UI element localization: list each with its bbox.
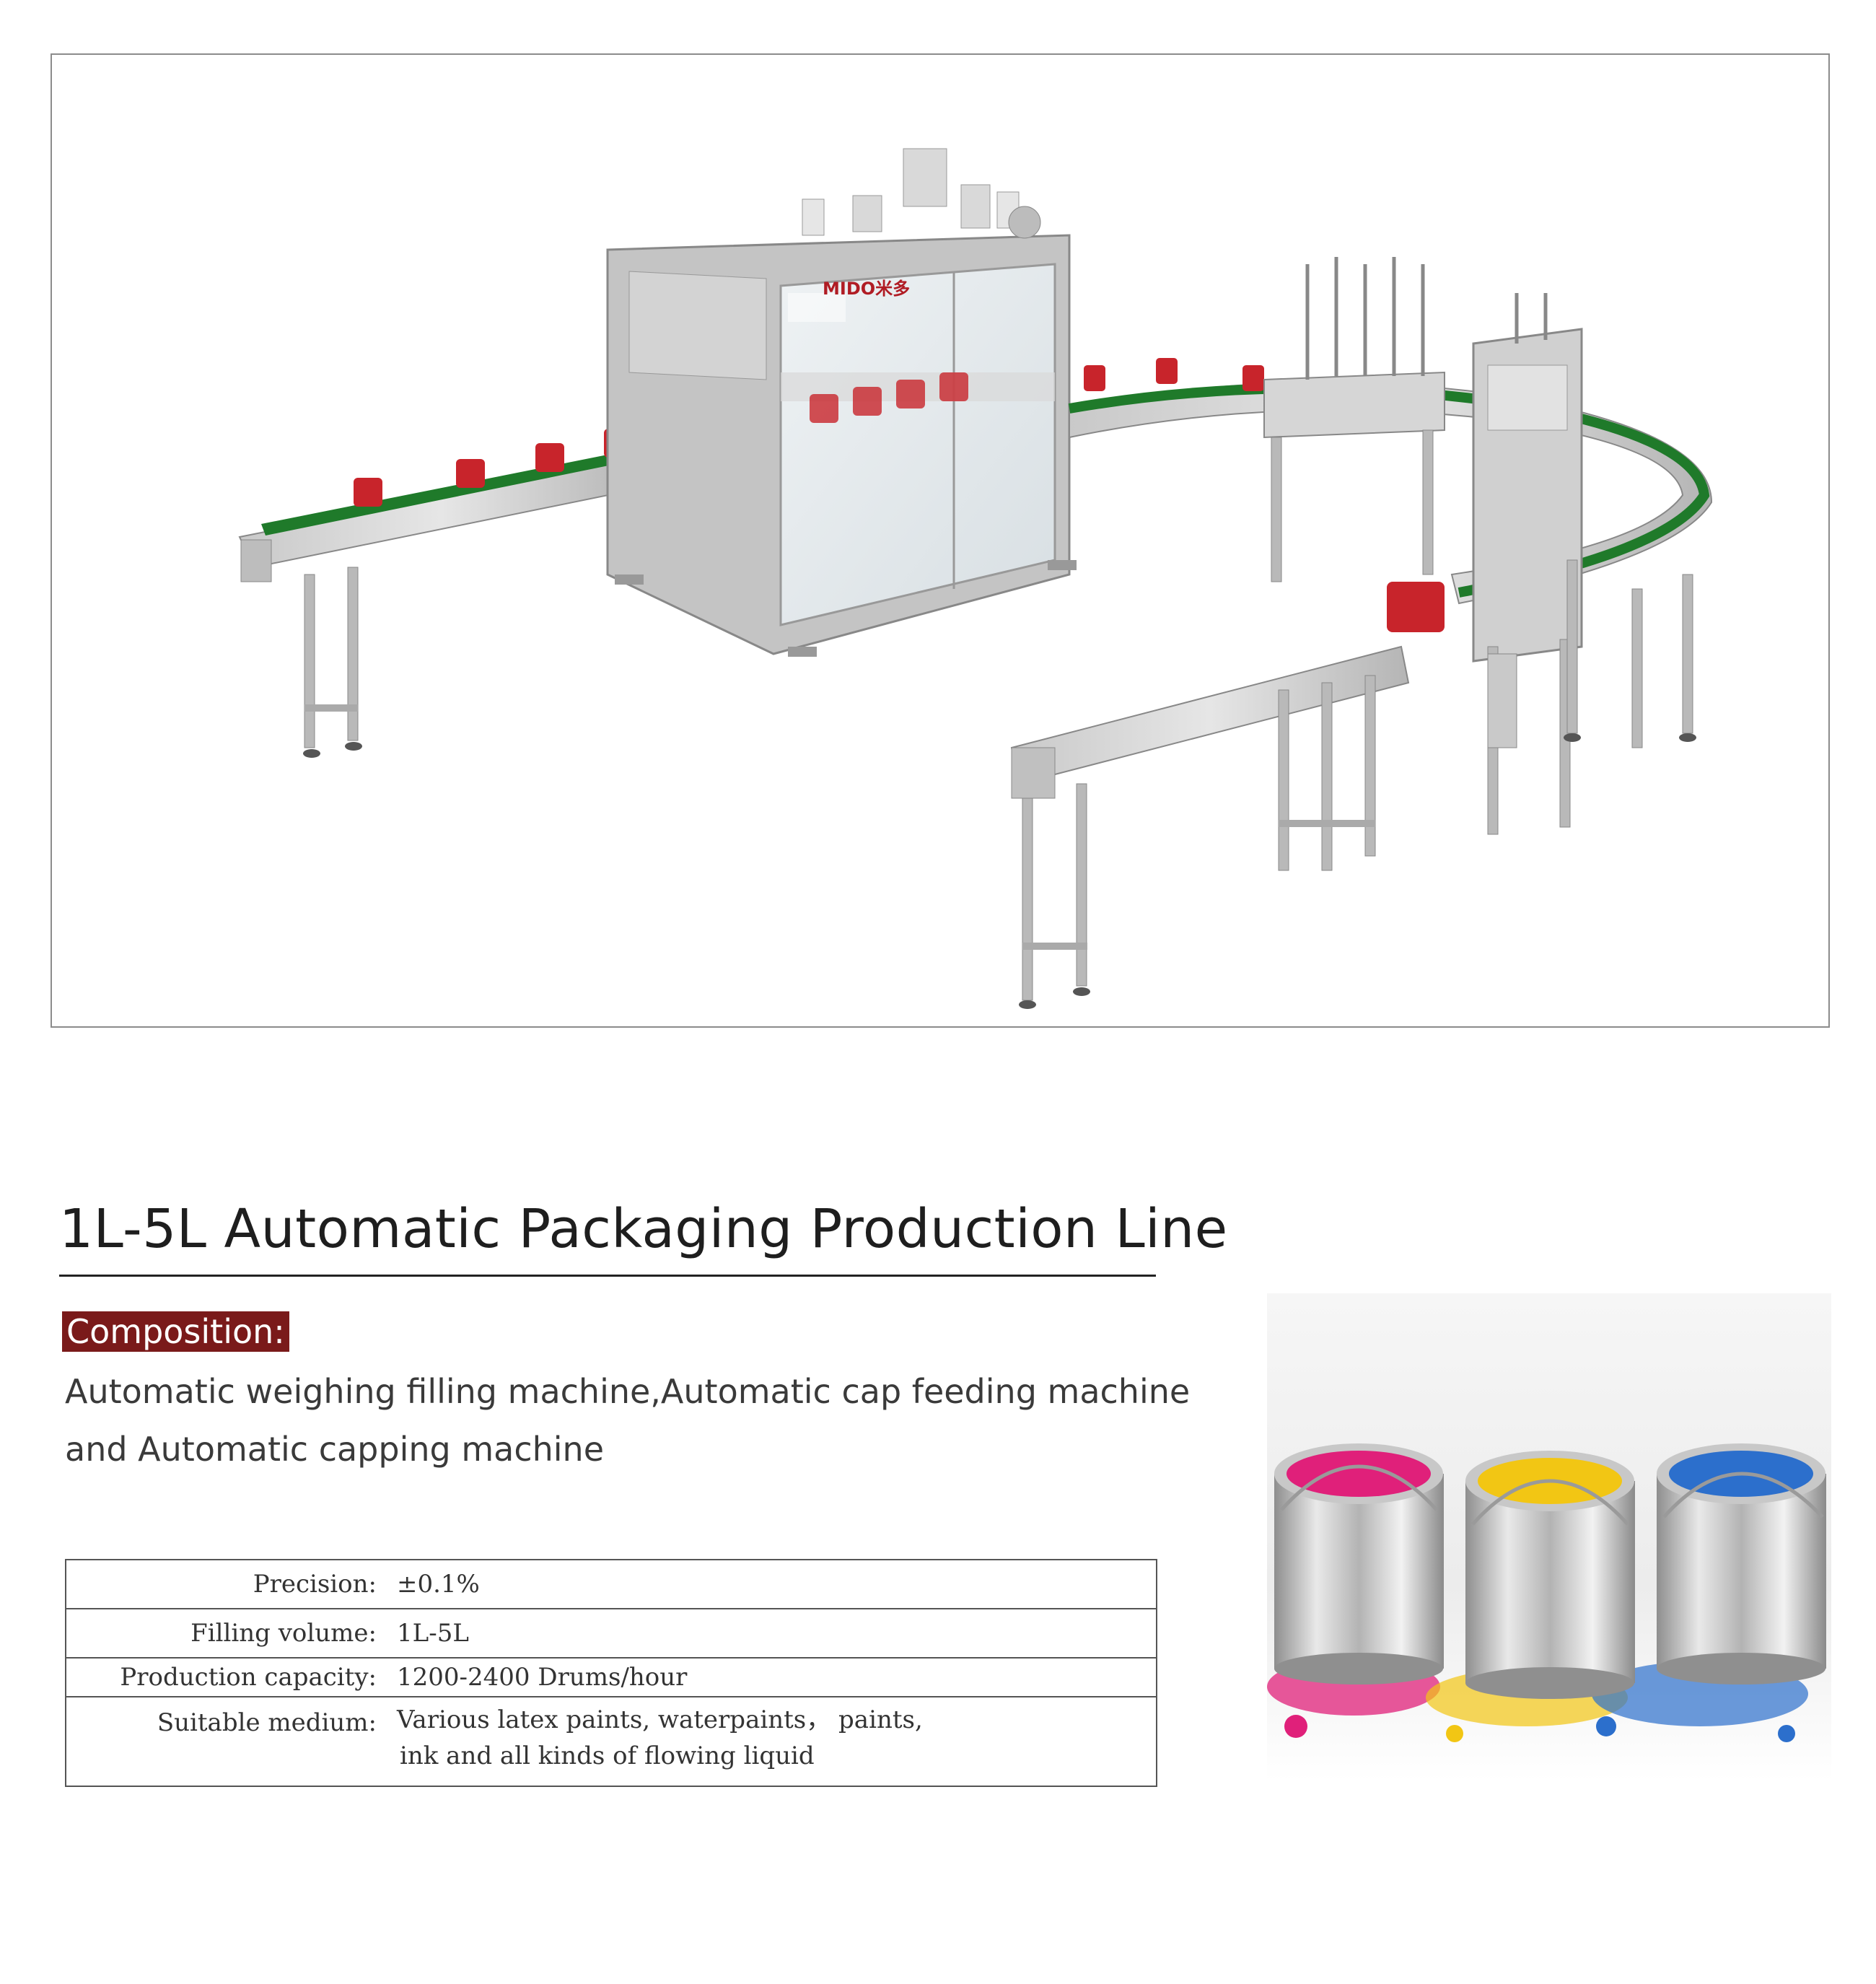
spec-value: Various latex paints, waterpaints， paint… (393, 1696, 1157, 1787)
spec-value: ±0.1% (393, 1559, 1157, 1609)
production-line-image: MIDO米多 (51, 53, 1830, 1028)
left-conveyor (238, 450, 645, 758)
spec-label: Suitable medium: (65, 1696, 393, 1787)
composition-description: Automatic weighing filling machine,Autom… (65, 1363, 1191, 1478)
spec-label: Production capacity: (65, 1657, 393, 1697)
spec-table: Precision: ±0.1% Filling volume: 1L-5L P… (65, 1559, 1157, 1787)
production-line-illustration: MIDO米多 (238, 148, 1713, 1009)
composition-line-2: and Automatic capping machine (65, 1430, 605, 1469)
spec-row-filling-volume: Filling volume: 1L-5L (65, 1608, 1157, 1659)
spec-value-line-1: Various latex paints, waterpaints， paint… (397, 1705, 923, 1734)
paint-can-blue (1657, 1443, 1826, 1684)
spec-value-line-2: ink and all kinds of flowing liquid (400, 1742, 815, 1770)
filling-machine: MIDO米多 (606, 148, 1077, 657)
paint-can-magenta (1274, 1443, 1444, 1684)
curved-conveyor-legs (1564, 559, 1696, 748)
spec-row-suitable-medium: Suitable medium: Various latex paints, w… (65, 1696, 1157, 1787)
spec-label: Precision: (65, 1559, 393, 1609)
spec-row-production-capacity: Production capacity: 1200-2400 Drums/hou… (65, 1657, 1157, 1697)
composition-line-1: Automatic weighing filling machine,Autom… (65, 1372, 1191, 1411)
paint-cans-illustration (1267, 1293, 1831, 1781)
composition-label: Composition: (62, 1311, 289, 1352)
spec-row-precision: Precision: ±0.1% (65, 1559, 1157, 1609)
paint-cans-image (1267, 1293, 1831, 1781)
outfeed-conveyor (1010, 645, 1410, 1009)
paint-can-yellow (1465, 1451, 1635, 1699)
mido-logo: MIDO米多 (823, 279, 910, 299)
spec-label: Filling volume: (65, 1608, 393, 1659)
title-underline (59, 1275, 1156, 1277)
page-title: 1L-5L Automatic Packaging Production Lin… (59, 1198, 1228, 1260)
cap-feeding-machine (1263, 257, 1445, 582)
capping-machine (1387, 293, 1583, 835)
spec-value: 1200-2400 Drums/hour (393, 1657, 1157, 1697)
spec-value: 1L-5L (393, 1608, 1157, 1659)
